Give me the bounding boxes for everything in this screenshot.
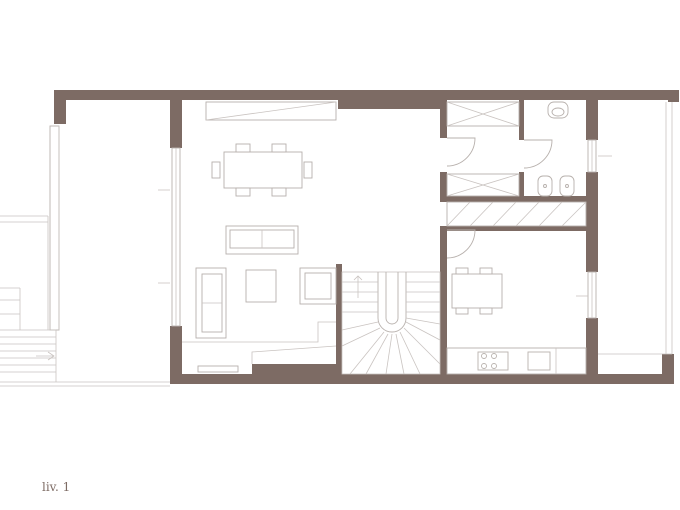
sofa-top (225, 225, 299, 255)
level-label: liv. 1 (42, 480, 71, 494)
living-cabinet (205, 101, 337, 121)
walls (54, 90, 679, 384)
living-window (158, 147, 181, 327)
wardrobe-row (446, 201, 587, 227)
right-terrace (598, 102, 673, 355)
internal-stair (341, 271, 441, 375)
dining-table (211, 143, 313, 197)
right-windows (576, 139, 612, 319)
closet-upper (446, 101, 520, 197)
entry-doors (446, 137, 553, 259)
coffee-table (245, 269, 277, 303)
bathroom-fixtures (537, 101, 575, 197)
living-lower-outline (182, 321, 337, 373)
left-terrace (0, 125, 170, 387)
armchair (299, 267, 337, 305)
exterior-stair (0, 329, 57, 382)
kitchen-counter (446, 347, 587, 375)
sofa-left (195, 267, 227, 339)
kitchen-table (451, 267, 503, 315)
